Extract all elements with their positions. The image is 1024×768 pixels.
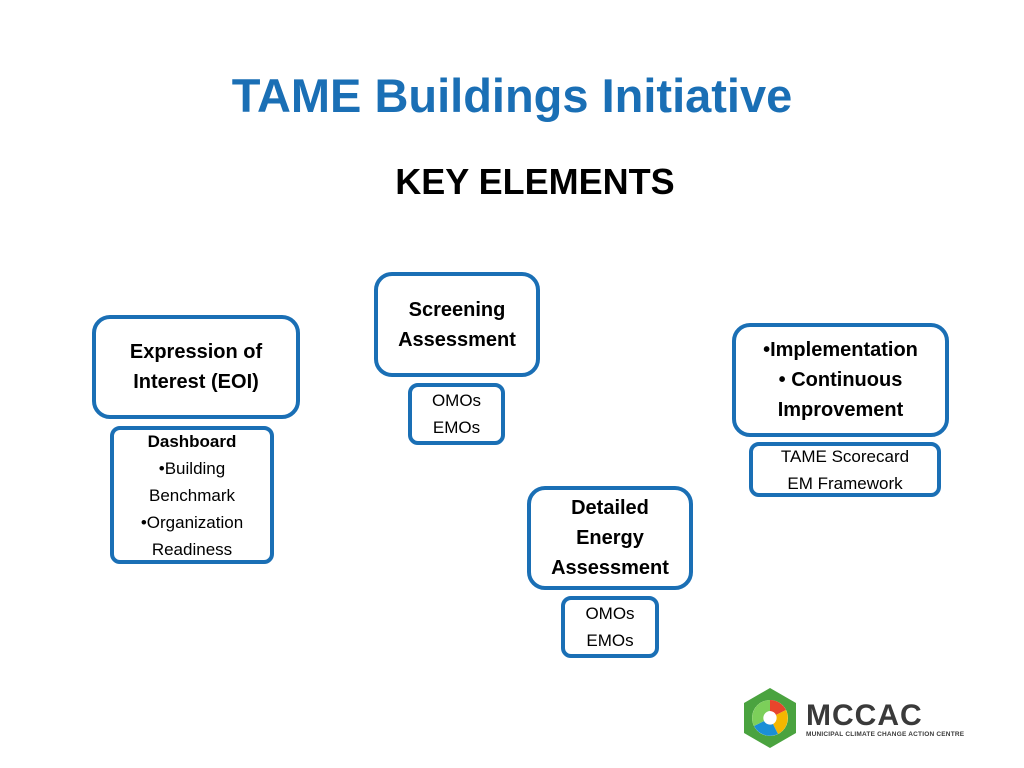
detailed-line-2: Energy [576, 527, 644, 549]
screening-line-2: Assessment [398, 328, 516, 351]
implementation-line-1: •Implementation [763, 339, 918, 361]
eoi-detail-heading: Dashboard [147, 431, 237, 451]
eoi-detail-line-4: Readiness [151, 539, 233, 559]
logo-wordmark: MCCAC [806, 699, 923, 732]
detailed-detail-box: OMOs EMOs [561, 596, 659, 658]
eoi-detail-line-1: •Building [158, 458, 226, 478]
eoi-line-1: Expression of [129, 341, 263, 363]
implementation-line-3: Improvement [777, 399, 904, 421]
detailed-line-1: Detailed [571, 497, 649, 519]
screening-detail-line-2: EMOs [432, 418, 481, 437]
eoi-detail-line-3: •Organization [140, 512, 244, 532]
detailed-box: Detailed Energy Assessment [527, 486, 693, 590]
screening-detail-box: OMOs EMOs [408, 383, 505, 445]
eoi-line-2: Interest (EOI) [133, 371, 259, 393]
implementation-box: •Implementation • Continuous Improvement [732, 323, 949, 437]
logo-tagline: MUNICIPAL CLIMATE CHANGE ACTION CENTRE [806, 731, 965, 738]
detailed-detail-line-2: EMOs [586, 631, 634, 650]
slide-subtitle: KEY ELEMENTS [395, 161, 675, 202]
eoi-detail-box: Dashboard •Building Benchmark •Organizat… [110, 426, 274, 564]
eoi-detail-line-2: Benchmark [149, 485, 235, 505]
implementation-line-2: • Continuous [778, 369, 903, 391]
implementation-detail-box: TAME Scorecard EM Framework [749, 442, 941, 497]
screening-line-1: Screening [408, 298, 506, 321]
screening-detail-line-1: OMOs [431, 391, 482, 410]
mccac-logo-icon [744, 688, 796, 748]
implementation-detail-line-2: EM Framework [787, 473, 903, 493]
detailed-line-3: Assessment [551, 557, 669, 579]
slide-title: TAME Buildings Initiative [231, 69, 793, 122]
implementation-detail-line-1: TAME Scorecard [780, 446, 910, 466]
eoi-box: Expression of Interest (EOI) [92, 315, 300, 419]
screening-box: Screening Assessment [374, 272, 540, 377]
detailed-detail-line-1: OMOs [585, 604, 635, 623]
